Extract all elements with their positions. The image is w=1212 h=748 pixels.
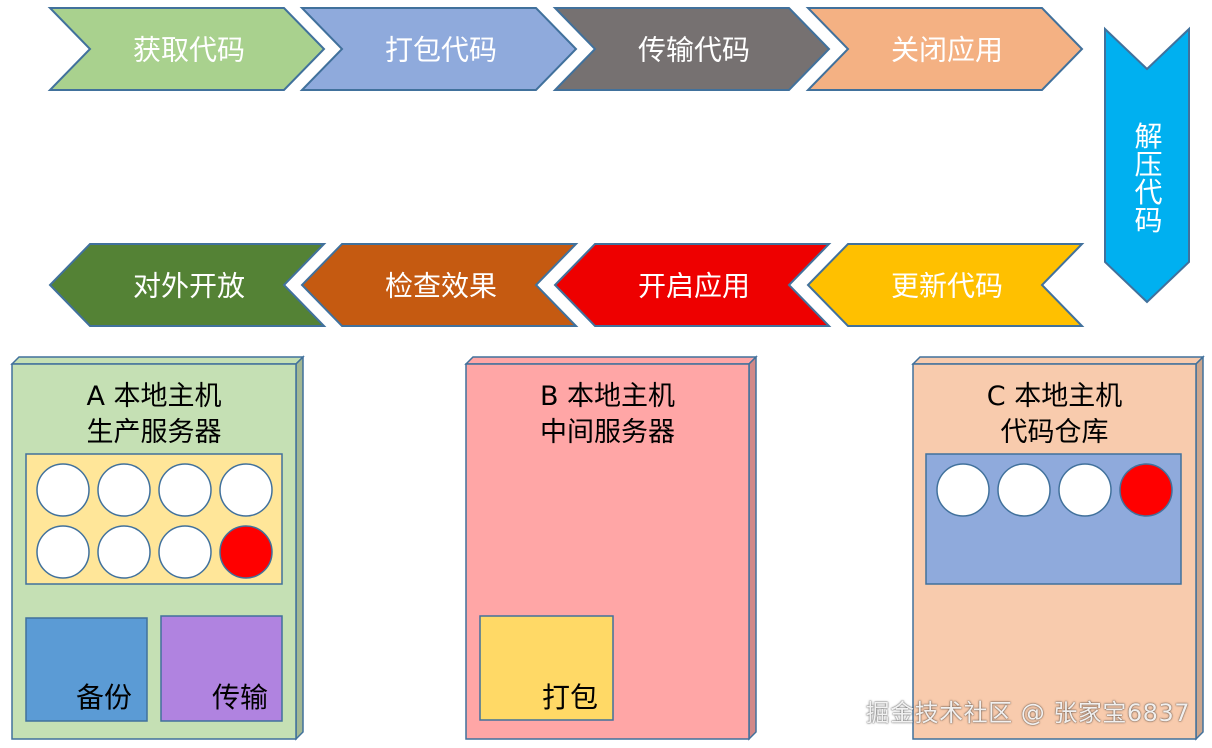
- host-a-side-face: [295, 355, 304, 741]
- step-unzip-label: 解压代码: [1131, 121, 1164, 233]
- step-check-arrow: 检查效果: [300, 243, 579, 327]
- step-unzip-shape: [1104, 26, 1190, 304]
- step-check-label: 检查效果: [385, 270, 497, 303]
- step-update-arrow: 更新代码: [806, 243, 1085, 327]
- host-a-module-backup: 备份: [25, 617, 148, 722]
- host-b-side-face: [748, 355, 757, 741]
- step-update-label: 更新代码: [891, 270, 1003, 303]
- step-transfer-label: 传输代码: [638, 34, 750, 67]
- host-b-title-line1: B 本地主机: [540, 381, 675, 412]
- step-close-arrow: 关闭应用: [805, 7, 1084, 91]
- empty-slot: [997, 463, 1051, 517]
- step-close-label: 关闭应用: [891, 34, 1003, 67]
- module-backup-label: 备份: [76, 681, 132, 714]
- module-backup-box: [25, 617, 148, 722]
- host-b-top-face: [464, 356, 758, 365]
- step-get-label: 获取代码: [133, 34, 245, 67]
- host-c-side-face: [1195, 355, 1204, 741]
- active-slot: [1119, 463, 1173, 517]
- host-a-top-face: [10, 356, 305, 365]
- step-start-arrow: 开启应用: [553, 243, 832, 327]
- host-c-title-line1: C 本地主机: [987, 381, 1122, 412]
- module-transfer-box: [160, 615, 283, 722]
- empty-slot: [219, 463, 273, 517]
- active-slot: [219, 525, 273, 579]
- empty-slot: [36, 525, 90, 579]
- empty-slot: [36, 463, 90, 517]
- step-open-label: 对外开放: [133, 270, 245, 303]
- watermark: 掘金技术社区 @ 张家宝6837: [865, 699, 1190, 727]
- step-transfer-shape: [552, 7, 831, 91]
- step-get-shape: [47, 7, 326, 91]
- step-pack-label: 打包代码: [385, 34, 497, 67]
- empty-slot: [97, 463, 151, 517]
- empty-slot: [97, 525, 151, 579]
- host-b-title-line2: 中间服务器: [540, 417, 675, 448]
- step-start-label: 开启应用: [638, 270, 750, 303]
- step-start-shape: [553, 243, 832, 327]
- module-pack-box: [479, 615, 614, 721]
- host-c-top-face: [911, 356, 1205, 365]
- step-unzip-arrow: 解压代码: [1104, 26, 1190, 304]
- step-get-arrow: 获取代码: [47, 7, 326, 91]
- step-open-arrow: 对外开放: [48, 243, 327, 327]
- module-pack-label: 打包: [542, 681, 598, 714]
- step-close-shape: [805, 7, 1084, 91]
- host-b-module-pack: 打包: [479, 615, 614, 721]
- step-transfer-arrow: 传输代码: [552, 7, 831, 91]
- host-a-module-transfer: 传输: [160, 615, 283, 722]
- empty-slot: [158, 463, 212, 517]
- host-c-title-line2: 代码仓库: [1001, 417, 1109, 448]
- step-check-shape: [300, 243, 579, 327]
- empty-slot: [936, 463, 990, 517]
- empty-slot: [158, 525, 212, 579]
- host-a-title-line2: 生产服务器: [87, 417, 222, 448]
- step-pack-shape: [299, 7, 578, 91]
- step-pack-arrow: 打包代码: [299, 7, 578, 91]
- step-open-shape: [48, 243, 327, 327]
- empty-slot: [1058, 463, 1112, 517]
- step-update-shape: [806, 243, 1085, 327]
- host-a-title-line1: A 本地主机: [86, 381, 221, 412]
- module-transfer-label: 传输: [212, 681, 268, 714]
